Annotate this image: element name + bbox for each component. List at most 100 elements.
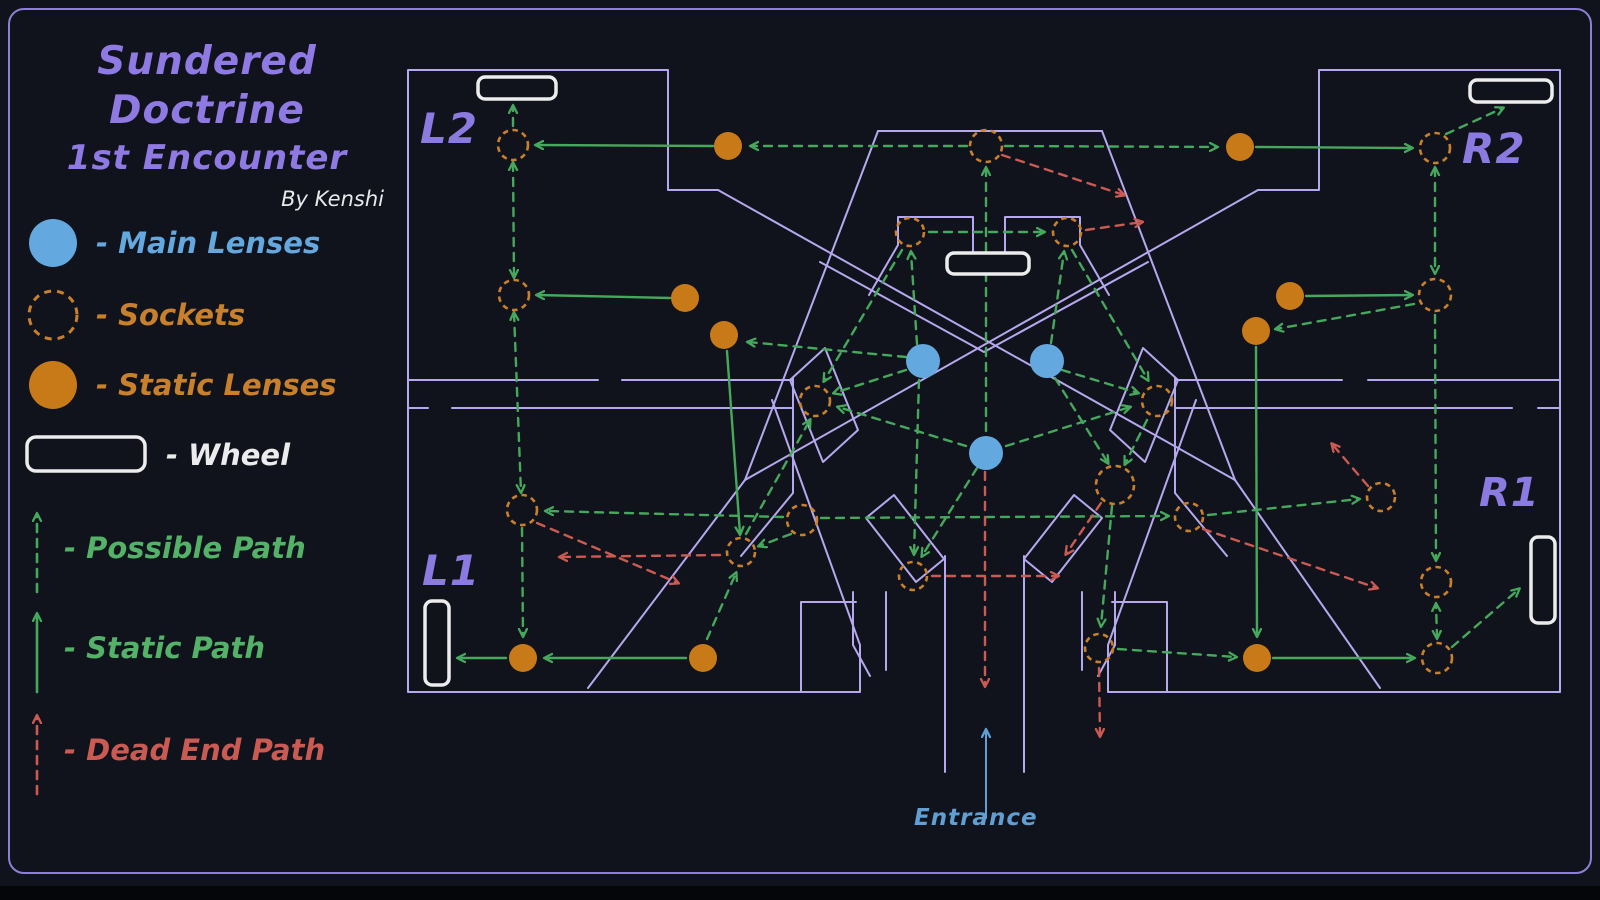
main-lens xyxy=(1030,344,1064,378)
path-edge-static xyxy=(1256,345,1257,636)
path-edge-static xyxy=(536,145,715,146)
path-edge-possible xyxy=(546,511,785,519)
legend-item-main-lenses: - Main Lenses xyxy=(24,214,320,272)
bottom-strip xyxy=(0,886,1600,900)
path-edge-possible xyxy=(1116,647,1236,657)
wall-segment xyxy=(819,261,1149,353)
path-edge-dead xyxy=(1332,444,1370,488)
wall-segment xyxy=(1004,216,1110,296)
socket xyxy=(725,536,757,568)
socket xyxy=(785,503,819,537)
path-edge-possible xyxy=(1053,376,1108,463)
path-edge-possible xyxy=(838,407,968,448)
wheel-icon xyxy=(25,435,147,473)
path-edge-static xyxy=(537,295,672,298)
path-edge-possible xyxy=(1049,252,1064,345)
wall-segment xyxy=(744,189,1259,481)
static-path-icon xyxy=(24,602,50,694)
path-edge-possible xyxy=(1206,499,1359,517)
static-lens xyxy=(1242,317,1270,345)
map-label-l1: L1 xyxy=(422,546,480,595)
wall-segment xyxy=(852,591,871,677)
wall-segment xyxy=(789,347,859,463)
static-lens xyxy=(671,284,699,312)
legend-label: - Static Path xyxy=(64,631,266,665)
static-lens xyxy=(689,644,717,672)
map-nodes xyxy=(423,75,1557,687)
static-lens xyxy=(1276,282,1304,310)
wall-segment xyxy=(744,130,879,481)
legend-label: - Possible Path xyxy=(64,531,306,565)
wheel xyxy=(423,599,451,687)
wall-segment xyxy=(1101,130,1236,481)
path-edge-possible xyxy=(834,368,908,393)
socket xyxy=(1083,632,1115,664)
path-edge-dead xyxy=(1084,222,1142,232)
wall-segment xyxy=(865,494,945,583)
static-lens xyxy=(710,321,738,349)
path-edge-possible xyxy=(1101,504,1114,626)
path-edge-possible xyxy=(1450,589,1519,649)
path-edge-possible xyxy=(522,526,523,636)
socket xyxy=(1140,384,1174,418)
title-block: Sundered Doctrine 1st Encounter By Kensh… xyxy=(12,38,402,211)
path-edge-possible xyxy=(1004,407,1130,448)
wall-segment xyxy=(1109,347,1179,463)
legend-item-possible-path: - Possible Path xyxy=(24,502,306,594)
page-title: Sundered Doctrine xyxy=(97,39,317,133)
wheel xyxy=(1468,78,1554,104)
legend-item-static-path: - Static Path xyxy=(24,602,266,694)
wall-segment xyxy=(1257,69,1561,693)
legend-item-static-lenses: - Static Lenses xyxy=(24,356,337,414)
legend-label: - Main Lenses xyxy=(96,226,321,260)
author-byline: By Kenshi xyxy=(281,187,384,212)
socket-icon xyxy=(27,289,79,341)
socket xyxy=(505,493,539,527)
path-edge-static xyxy=(725,349,740,534)
path-edge-static xyxy=(1304,295,1412,296)
socket xyxy=(497,278,531,312)
wheel xyxy=(945,251,1031,276)
wall-segment xyxy=(407,69,719,693)
static-lens xyxy=(509,644,537,672)
path-edge-possible xyxy=(1435,313,1436,560)
path-edge-possible xyxy=(824,248,904,381)
path-edge-possible xyxy=(1060,368,1138,393)
socket xyxy=(1418,131,1452,165)
legend-label: - Dead End Path xyxy=(64,732,326,767)
socket xyxy=(1419,565,1453,599)
main-lens xyxy=(906,344,940,378)
socket xyxy=(496,128,530,162)
static-lens xyxy=(1226,133,1254,161)
path-edge-possible xyxy=(914,378,921,554)
path-edge-possible xyxy=(1444,108,1503,136)
socket xyxy=(1417,277,1453,313)
path-edge-possible xyxy=(819,516,1168,518)
path-edge-dead xyxy=(1201,527,1377,588)
path-edge-possible xyxy=(748,342,908,359)
socket xyxy=(1051,216,1083,248)
path-edge-dead xyxy=(535,521,678,583)
socket xyxy=(798,384,832,418)
socket xyxy=(1365,481,1397,513)
map-paths xyxy=(458,106,1519,819)
legend-item-dead-end-path: - Dead End Path xyxy=(24,702,325,797)
path-edge-possible xyxy=(1276,302,1416,329)
path-edge-possible xyxy=(759,532,793,546)
path-edge-possible xyxy=(1070,248,1148,380)
page-subtitle: 1st Encounter xyxy=(66,137,348,178)
wall-segment xyxy=(717,189,1236,481)
socket xyxy=(1094,464,1136,506)
wheel xyxy=(1529,535,1557,625)
socket xyxy=(1420,641,1454,675)
socket xyxy=(897,560,929,592)
path-edge-possible xyxy=(514,313,521,492)
main-lens-icon xyxy=(29,219,77,267)
wall-segment xyxy=(1107,399,1561,693)
socket xyxy=(1173,501,1205,533)
wall-segment xyxy=(1174,377,1228,557)
path-edge-dead xyxy=(1000,153,1124,195)
socket xyxy=(968,128,1004,164)
map-walls xyxy=(407,69,1561,773)
wall-segment xyxy=(800,601,857,693)
